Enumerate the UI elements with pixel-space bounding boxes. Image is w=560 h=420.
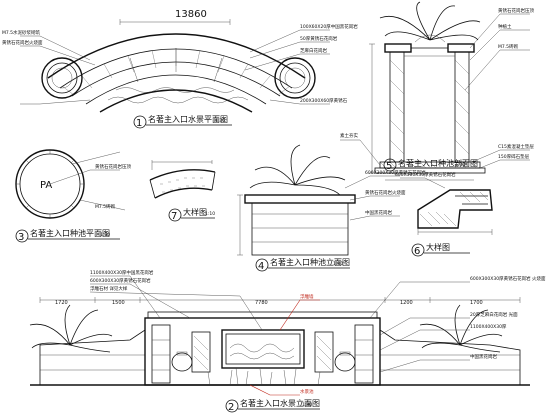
main-right-note-4: 中国黑花岗岩 <box>470 353 497 360</box>
large-detail-note: 600X300X30厚黄锈石花岗岩 <box>395 171 456 178</box>
title-6-number: 6 <box>414 246 420 257</box>
sec-note-1: 黄锈石花岗岩压顶 <box>498 7 534 14</box>
title-5 <box>383 158 397 172</box>
plan-note-2: 50厚黄锈石花岗岩 <box>300 35 338 42</box>
circle-note-2: M7.5砖砌 <box>95 203 116 210</box>
sec-note-6: 素土夯实 <box>340 132 358 139</box>
title-5-number: 5 <box>386 161 392 172</box>
title-6 <box>411 243 470 257</box>
title-5-scale: 1:30 <box>455 162 465 168</box>
plan-note-3: 芝麻白花岗岩 <box>300 47 327 54</box>
planter-section <box>340 1 530 181</box>
dim-1700: 1700 <box>470 300 483 306</box>
main-right-note-2: 20厚芝麻白花岗岩 光面 <box>470 311 518 318</box>
main-right-note-1: 600X300X30厚黄锈石花岗岩 火烧面 <box>470 275 546 282</box>
title-1-text: 名著主入口水景平面图 <box>148 114 228 124</box>
sec-note-3: M7.5砖砌 <box>498 43 519 50</box>
pool-note-1: 浮雕墙 <box>300 293 314 300</box>
title-6-text: 大样图 <box>426 242 450 252</box>
circle-planter-plan <box>15 149 126 219</box>
sec-note-5: 150厚碎石垫层 <box>498 153 530 160</box>
title-1 <box>133 115 232 129</box>
title-2-text: 名著主入口水景立面图 <box>240 398 320 408</box>
planter-elevation <box>237 144 400 256</box>
title-4-number: 4 <box>258 261 264 272</box>
dim-13860: 13860 <box>175 9 207 20</box>
title-2-scale: 1:30 <box>302 402 312 408</box>
title-7-number: 7 <box>171 211 177 222</box>
title-1-number: 1 <box>136 118 142 129</box>
main-elevation <box>29 275 530 396</box>
elev-note-1: 600X300X30厚黄锈石花岗岩 <box>365 169 426 176</box>
circle-note: 黄锈石花岗岩压顶 <box>95 163 131 170</box>
dim-1720: 1720 <box>55 300 68 306</box>
main-right-note-3: 1100X400X30厚 <box>470 324 507 330</box>
main-left-note-3: 浮雕石材 详见大样 <box>90 285 128 292</box>
dim-1200: 1200 <box>400 300 413 306</box>
arc-water-feature-plan <box>20 19 330 113</box>
circle-pa-label: PA <box>40 180 52 191</box>
stone-large-detail <box>400 177 493 235</box>
plan-note-4: M7.5水泥砂浆砌筑 <box>2 29 41 36</box>
title-7 <box>168 208 215 222</box>
stone-detail-arc <box>149 160 216 199</box>
dim-7780: 7780 <box>255 300 268 306</box>
sec-note-4: C15素混凝土垫层 <box>498 143 534 150</box>
title-3-text: 名著主入口种池平面图 <box>30 228 110 238</box>
elev-note-3: 中国黑花岗岩 <box>365 209 392 216</box>
title-2-number: 2 <box>228 402 234 413</box>
plan-note-6: 200X300X60厚黄锈石 <box>300 97 348 104</box>
elev-note-2: 黄锈石花岗岩火烧面 <box>365 189 406 196</box>
pool-note-2: 水景池 <box>300 388 314 395</box>
title-4 <box>255 258 350 272</box>
dim-1500: 1500 <box>112 300 125 306</box>
title-7-scale: 1:10 <box>205 211 215 217</box>
title-2 <box>225 399 320 413</box>
title-3-scale: 1:30 <box>100 232 110 238</box>
title-4-scale: 1:30 <box>333 261 343 267</box>
title-3 <box>15 229 120 243</box>
main-left-note-2: 600X300X30厚黄锈石花岗岩 <box>90 277 151 284</box>
plan-note-5: 黄锈石花岗岩火烧面 <box>2 39 43 46</box>
title-7-text: 大样图 <box>183 207 207 217</box>
title-3-number: 3 <box>18 232 24 243</box>
title-4-text: 名著主入口种池立面图 <box>270 257 350 267</box>
sec-note-2: 种植土 <box>498 23 512 30</box>
plan-note-1: 100X60X20厚中国黑花岗岩 <box>300 23 358 30</box>
main-left-note-1: 1100X400X30厚中国黑花岗岩 <box>90 269 154 276</box>
title-1-scale: 1:30 <box>215 118 225 124</box>
title-5-text: 名著主入口种池剖面图 <box>398 158 478 168</box>
